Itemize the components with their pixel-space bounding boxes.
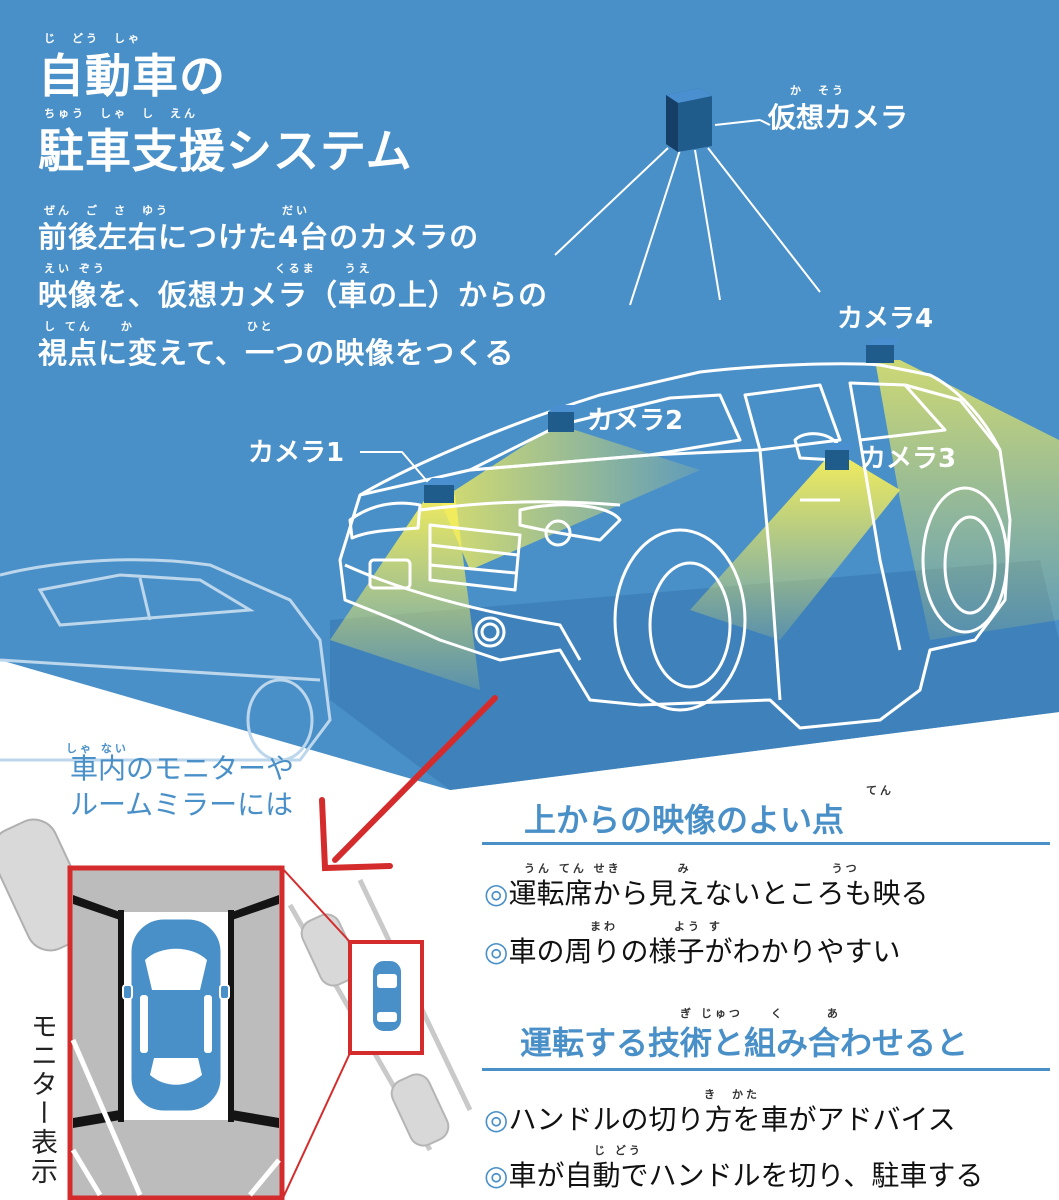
title-ruby-2: ちゅう しゃ し えん bbox=[44, 107, 198, 120]
bullet-mark-icon: ◎ bbox=[484, 935, 509, 968]
lead-ruby-1: ぜん ご さ ゆう だい bbox=[44, 204, 310, 217]
lead-ruby-2: えい ぞう くるま うえ bbox=[44, 262, 373, 275]
monitor-parking-lines bbox=[70, 1039, 281, 1197]
bullet-mark-icon: ◎ bbox=[484, 1159, 509, 1192]
section1-bullet-2: ◎車の周りの様子がわかりやすい bbox=[484, 935, 901, 968]
strip-car bbox=[371, 959, 403, 1033]
bullet-mark-icon: ◎ bbox=[484, 877, 509, 910]
monitor-note-line-2: ルームミラーには bbox=[70, 788, 294, 821]
camera-2-box bbox=[548, 405, 580, 432]
monitor-note-ruby: しゃ ない bbox=[66, 742, 129, 755]
parked-car-left bbox=[0, 558, 332, 762]
page-title-line-2: 駐車支援システム bbox=[38, 124, 413, 178]
monitor-vertical-label: モニター表示 bbox=[26, 1012, 57, 1186]
section1-rule bbox=[482, 842, 1050, 845]
section1-bullet-ruby-1: うん てん せき み うつ bbox=[524, 862, 860, 875]
suv-drawing bbox=[338, 362, 1012, 730]
lead-line-1: 前後左右につけた4台のカメラの bbox=[38, 220, 480, 254]
strip-zoom-lines bbox=[281, 867, 351, 1200]
lead-ruby-3: し てん か ひと bbox=[44, 320, 275, 333]
title-ruby-1: じ どう しゃ bbox=[44, 32, 142, 45]
section1-bullet-1: ◎運転席から見えないところも映る bbox=[484, 877, 929, 910]
camera-1-box bbox=[360, 451, 460, 503]
camera-2-label: カメラ2 bbox=[587, 406, 684, 436]
monitor-car bbox=[122, 916, 230, 1114]
arrow-to-monitor bbox=[319, 695, 498, 872]
section2-rule bbox=[482, 1068, 1050, 1071]
section2-bullet-2: ◎車が自動でハンドルを切り、駐車する bbox=[484, 1159, 984, 1192]
camera-4-box bbox=[866, 338, 900, 363]
section2-bullet-ruby-1: き かた bbox=[704, 1088, 760, 1101]
strip-ghost-cars bbox=[300, 913, 450, 1147]
lead-line-2: 映像を、仮想カメラ（車の上）からの bbox=[38, 278, 549, 312]
section2-bullet-1: ◎ハンドルの切り方を車がアドバイス bbox=[484, 1103, 956, 1136]
camera-3-box bbox=[825, 443, 855, 470]
camera-3-label: カメラ3 bbox=[860, 444, 957, 474]
virtual-camera-label: 仮想カメラ bbox=[768, 101, 909, 134]
page-title-line-1: 自動車の bbox=[38, 49, 226, 103]
monitor-corner-shading bbox=[73, 895, 279, 1128]
section1-heading-ruby: てん bbox=[866, 784, 894, 797]
section2-heading-ruby: ぎ じゅつ く あ bbox=[680, 1007, 841, 1020]
section2-heading: 運転する技術と組み合わせると bbox=[520, 1024, 969, 1062]
section1-heading: 上からの映像のよい点 bbox=[524, 801, 845, 839]
virtual-camera bbox=[554, 88, 821, 306]
virtual-camera-ruby: か そう bbox=[790, 84, 846, 97]
beam-left bbox=[440, 430, 700, 570]
monitor-note-line-1: 車内のモニターや bbox=[70, 752, 295, 785]
beam-rear bbox=[875, 360, 1059, 640]
lead-line-3: 視点に変えて、一つの映像をつくる bbox=[38, 336, 515, 370]
section1-bullet-ruby-2: まわ よう す bbox=[590, 920, 723, 933]
camera-1-label: カメラ1 bbox=[248, 438, 345, 468]
bullet-mark-icon: ◎ bbox=[484, 1103, 509, 1136]
section2-bullet-ruby-2: じ どう bbox=[594, 1144, 643, 1157]
camera-4-label: カメラ4 bbox=[837, 304, 934, 334]
